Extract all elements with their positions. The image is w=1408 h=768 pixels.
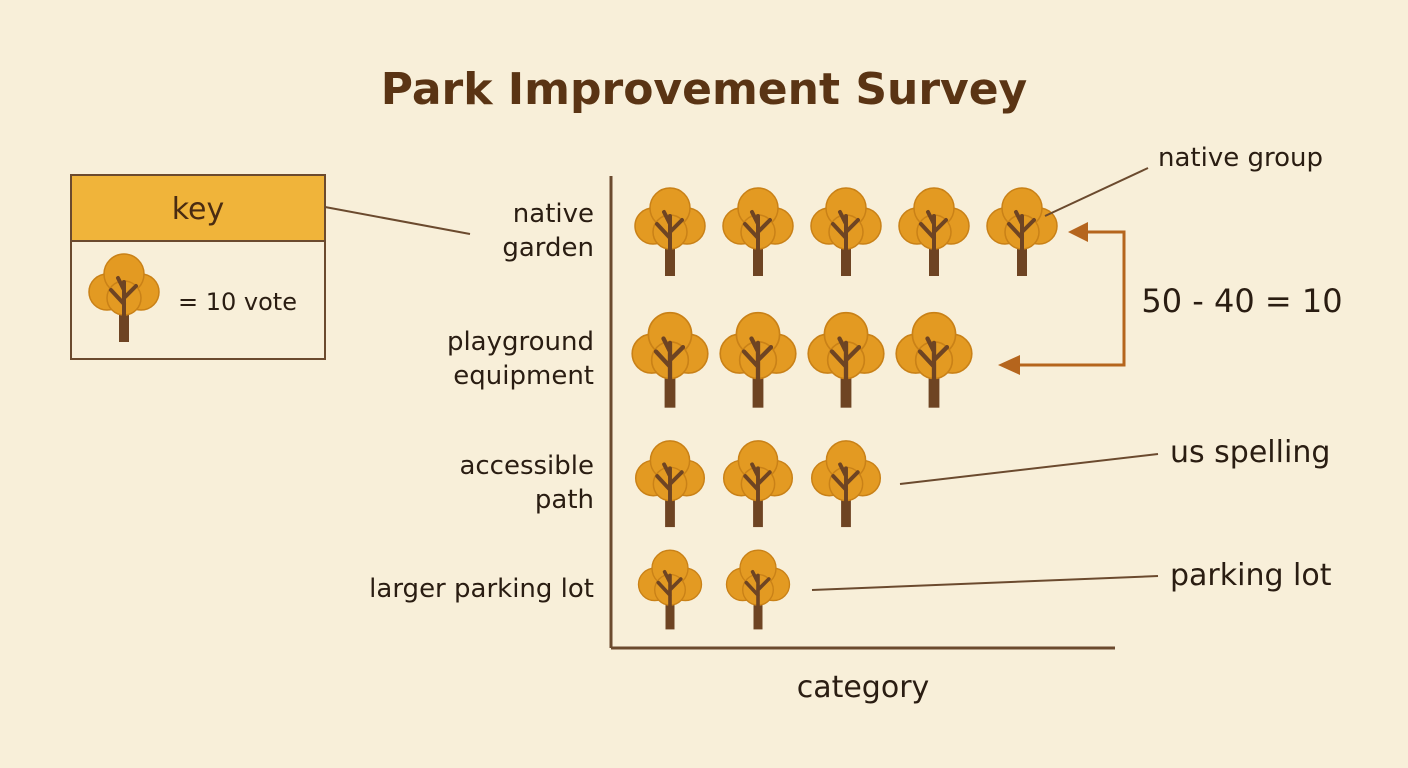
annotation-line <box>811 575 1159 591</box>
tree-icon <box>809 186 883 278</box>
key-header <box>70 174 326 242</box>
chart-title: Park Improvement Survey <box>381 64 1028 115</box>
row-labels: native garden playground equipment accessibl… <box>369 199 594 604</box>
category-label: path <box>535 485 594 515</box>
tree-icon <box>720 313 796 408</box>
bracket-path <box>1018 230 1126 367</box>
tree-icon <box>632 313 708 408</box>
arrow-head-top <box>1068 222 1088 242</box>
key-box <box>70 174 326 360</box>
arrow-head-bottom <box>998 355 1020 375</box>
key-tree-icon <box>87 252 161 344</box>
key-title: key <box>172 192 225 227</box>
key-equation: = 10 vote <box>178 288 297 316</box>
tree-icon <box>985 186 1059 278</box>
difference-bracket: 50 - 40 = 10 <box>998 222 1343 375</box>
category-label: larger parking lot <box>369 574 594 604</box>
annotations: native group us spelling parking lot <box>811 143 1332 593</box>
x-axis-label: category <box>797 670 930 705</box>
category-label: garden <box>502 233 594 263</box>
tree-icon <box>721 438 795 530</box>
tree-icon <box>633 186 707 278</box>
category-label: native <box>513 199 594 229</box>
key-connector-line <box>324 206 471 235</box>
annotation-line <box>899 453 1159 485</box>
tree-icon <box>896 313 972 408</box>
annotation-text: native group <box>1158 143 1323 173</box>
difference-text: 50 - 40 = 10 <box>1141 282 1342 320</box>
tree-icon <box>724 548 792 632</box>
tree-icon <box>897 186 971 278</box>
tree-icon <box>808 313 884 408</box>
tree-icon <box>721 186 795 278</box>
tree-icon <box>809 438 883 530</box>
icon-rows <box>632 186 1059 632</box>
category-label: accessible <box>459 451 594 481</box>
tree-icon <box>636 548 704 632</box>
category-label: playground <box>447 327 594 357</box>
annotation-text: us spelling <box>1170 435 1330 470</box>
tree-icon <box>633 438 707 530</box>
category-label: equipment <box>453 361 594 391</box>
annotation-text: parking lot <box>1170 558 1332 593</box>
annotation-line <box>1044 167 1149 217</box>
legend-key: key = 10 vote <box>70 174 326 360</box>
